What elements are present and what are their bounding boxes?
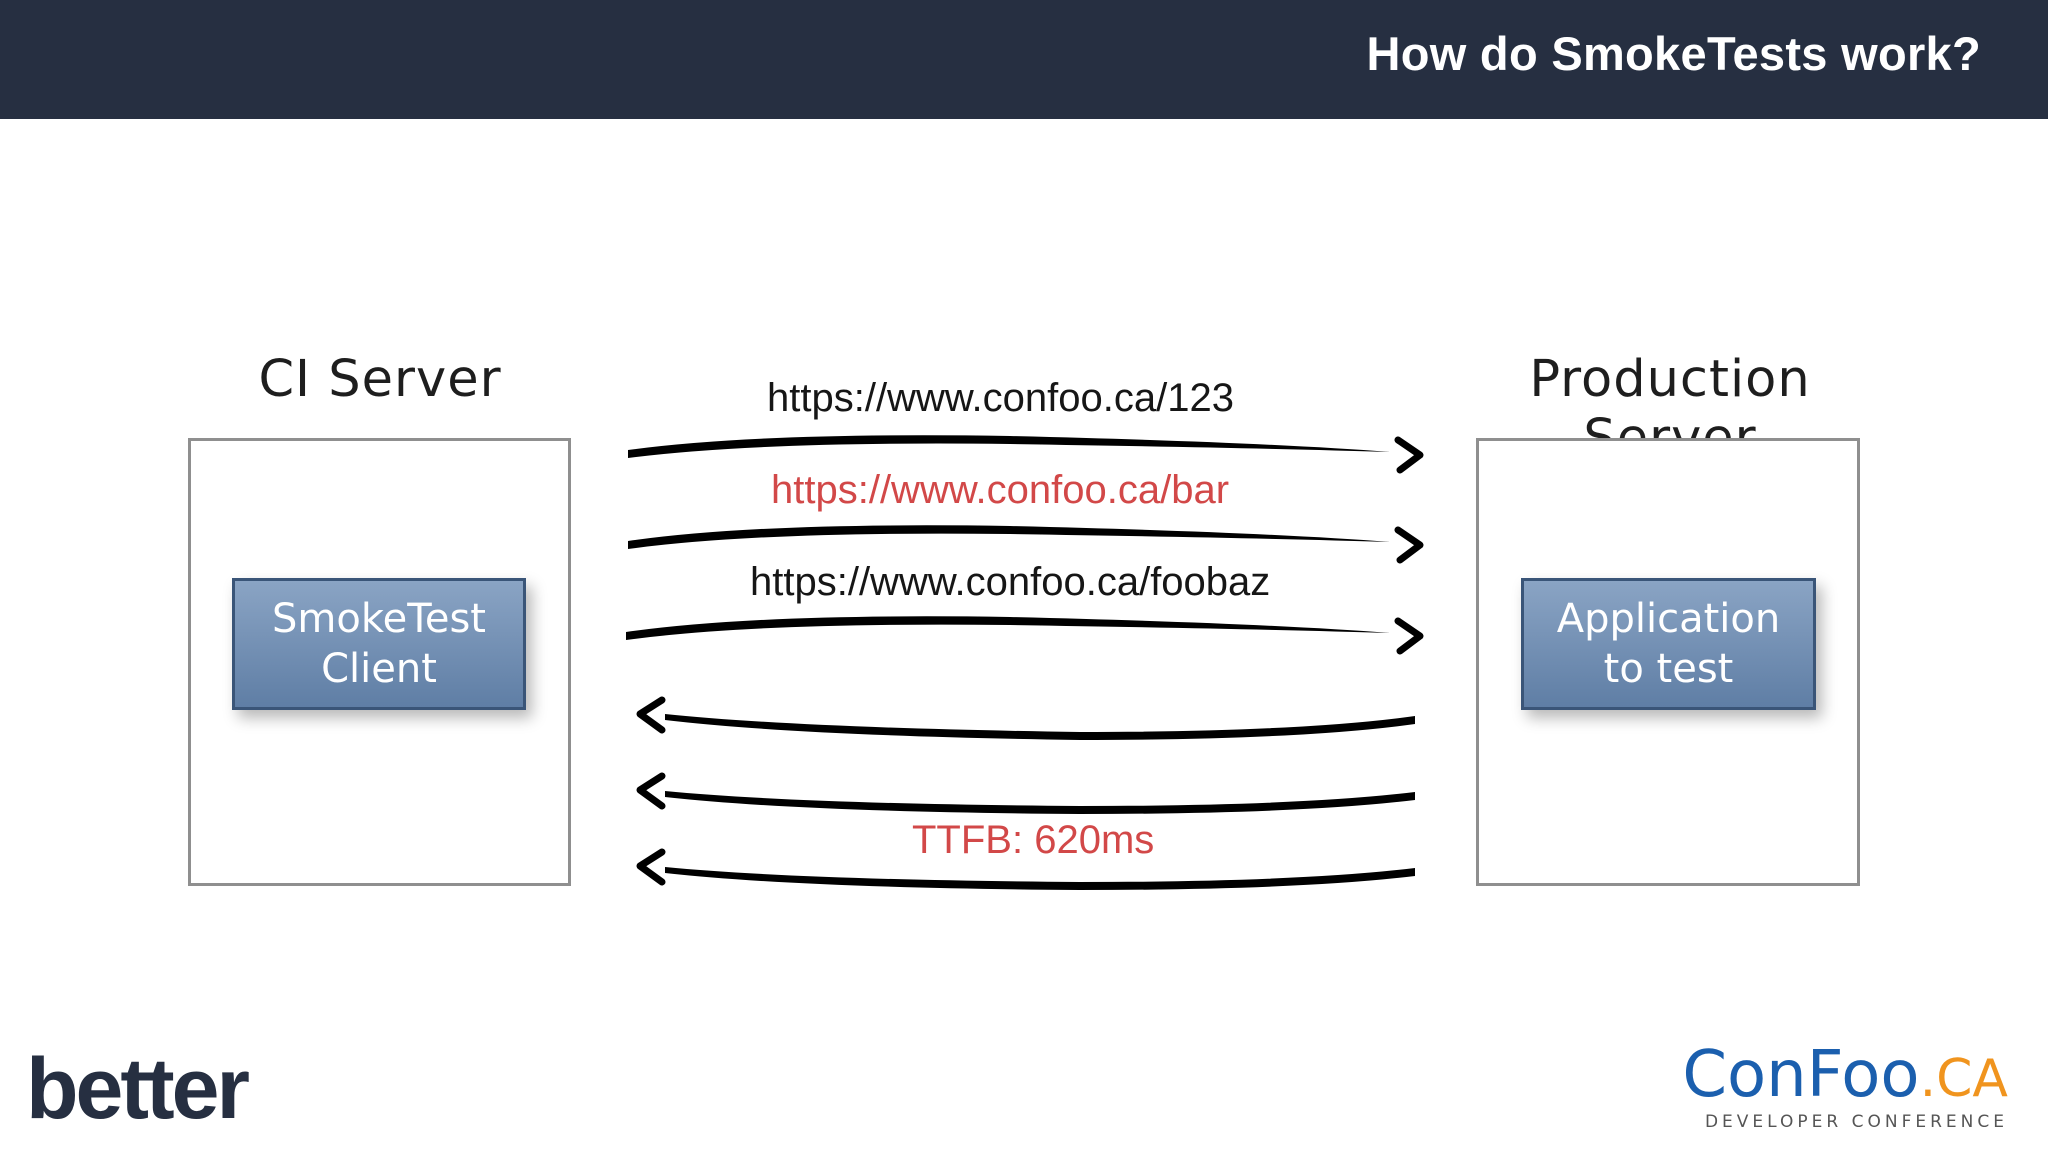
- application-to-test-box: Application to test: [1521, 578, 1816, 710]
- request-label-1: https://www.confoo.ca/123: [767, 376, 1234, 420]
- response-arrowhead-3: [636, 848, 666, 886]
- response-arrowhead-2: [636, 772, 666, 810]
- response-arrow-2: [665, 791, 1415, 814]
- response-arrow-1: [665, 714, 1415, 740]
- response-arrow-3: [665, 867, 1415, 890]
- request-arrow-3: [626, 616, 1390, 640]
- ttfb-label: TTFB: 620ms: [912, 818, 1155, 862]
- request-arrow-2: [628, 525, 1390, 549]
- request-arrow-1: [628, 435, 1390, 458]
- confoo-logo-main: ConFoo: [1682, 1038, 1920, 1112]
- request-arrowhead-3: [1394, 617, 1424, 655]
- request-arrowhead-2: [1394, 526, 1424, 564]
- title-bar: How do SmokeTests work?: [0, 0, 2048, 119]
- response-arrowhead-1: [636, 696, 666, 734]
- confoo-logo: ConFoo.CA DEVELOPER CONFERENCE: [1678, 1040, 2008, 1132]
- confoo-logo-subtitle: DEVELOPER CONFERENCE: [1704, 1112, 2008, 1132]
- confoo-logo-suffix: .CA: [1919, 1049, 2008, 1109]
- better-logo: better: [26, 1041, 250, 1137]
- smoketest-client-box: SmokeTest Client: [232, 578, 526, 710]
- smoketest-client-line1: SmokeTest: [272, 596, 486, 642]
- request-arrowhead-1: [1394, 436, 1424, 474]
- smoketest-client-line2: Client: [321, 646, 437, 692]
- application-line1: Application: [1556, 596, 1781, 642]
- application-line2: to test: [1603, 646, 1734, 692]
- request-label-3: https://www.confoo.ca/foobaz: [750, 560, 1271, 604]
- slide-title: How do SmokeTests work?: [1366, 27, 1981, 80]
- request-label-2: https://www.confoo.ca/bar: [771, 468, 1230, 512]
- ci-server-label: CI Server: [258, 350, 502, 409]
